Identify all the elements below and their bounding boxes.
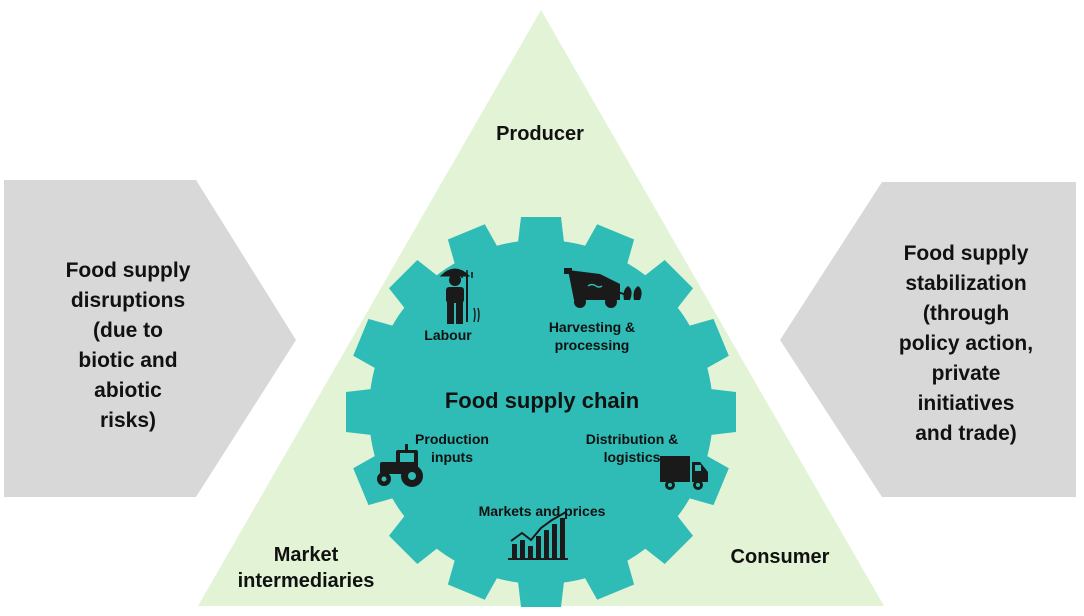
left-box-line: risks): [99, 409, 157, 432]
left-box-text: Food supply disruptions (due to biotic a…: [30, 256, 226, 436]
farmer-icon: [439, 268, 480, 324]
right-box-line: private: [931, 362, 1001, 385]
production-line: Production: [415, 431, 489, 447]
right-box-line: and trade): [915, 422, 1017, 445]
left-box-line: disruptions: [70, 289, 186, 312]
supply-chain-gear: [346, 217, 736, 607]
producer-label: Producer: [496, 123, 584, 145]
right-box-line: policy action,: [898, 332, 1034, 355]
right-box-line: (through: [922, 302, 1010, 325]
consumer-label: Consumer: [730, 546, 830, 568]
harvesting-label: Harvesting & processing: [522, 318, 662, 354]
truck-icon: [660, 456, 708, 490]
production-inputs-label: Production inputs: [392, 430, 512, 466]
labour-label: Labour: [424, 327, 472, 343]
harvesting-line: processing: [554, 337, 630, 353]
tractor-icon: [377, 444, 423, 487]
gear-title: Food supply chain: [444, 388, 640, 413]
harvester-icon: [564, 268, 642, 308]
right-box-text: Food supply stabilization (through polic…: [866, 239, 1066, 449]
right-box-line: initiatives: [917, 392, 1015, 415]
distribution-line: logistics: [603, 449, 661, 465]
bar-chart-icon: [508, 511, 568, 560]
production-line: inputs: [431, 449, 473, 465]
left-box-line: (due to: [93, 319, 163, 342]
distribution-label: Distribution & logistics: [560, 430, 704, 466]
left-box-line: biotic and: [78, 349, 178, 372]
right-box-line: stabilization: [905, 272, 1027, 295]
right-stabilization-box: [780, 182, 1076, 497]
right-box-line: Food supply: [903, 242, 1029, 265]
distribution-line: Distribution &: [585, 431, 679, 447]
harvesting-line: Harvesting &: [548, 319, 636, 335]
left-disruption-box: [4, 180, 296, 497]
market-intermediaries-line: Market: [273, 544, 339, 566]
left-box-line: Food supply: [65, 259, 191, 282]
market-intermediaries-line: intermediaries: [237, 570, 375, 592]
market-intermediaries-label: Market intermediaries: [206, 542, 406, 594]
left-box-line: abiotic: [94, 379, 162, 402]
markets-label: Markets and prices: [478, 503, 606, 519]
